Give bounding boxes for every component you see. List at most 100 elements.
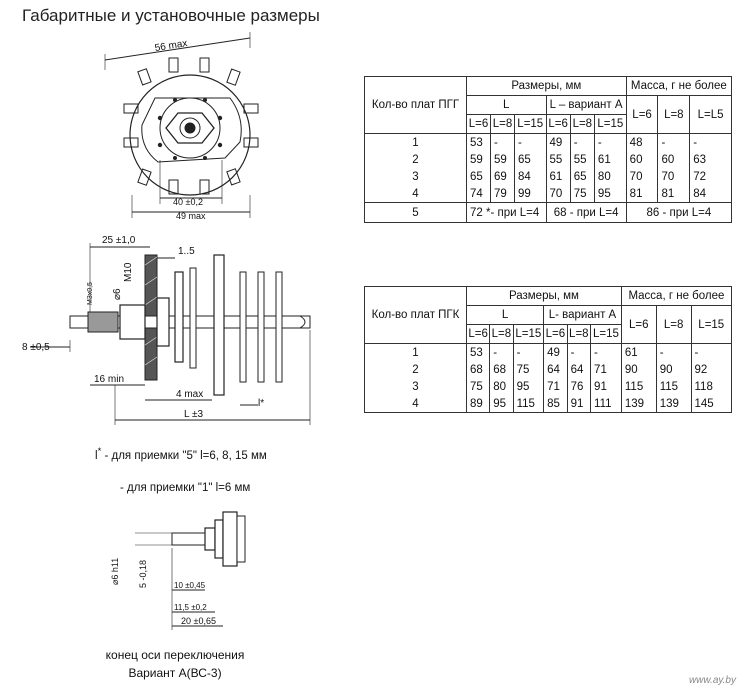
cell: 53 xyxy=(465,343,491,361)
cell: 59 xyxy=(490,151,515,168)
dim-phi6-h11: ⌀6 h11 xyxy=(110,558,120,585)
pgk-row-header: Кол-во плат ПГК xyxy=(364,286,467,344)
shaft-end-drawing xyxy=(135,511,246,630)
cell: 69 xyxy=(490,168,515,185)
cell: 118 xyxy=(690,378,732,395)
cell: 74 xyxy=(466,185,491,203)
pgg-mass-col-3: L=L5 xyxy=(689,95,732,134)
pgg-mass-col-1: L=6 xyxy=(625,95,659,134)
caption: конец оси переключения Вариант А(ВС-3) xyxy=(95,646,255,682)
cell: 81 xyxy=(625,185,659,203)
cell: 68 xyxy=(465,361,491,378)
cell: 70 xyxy=(625,168,659,185)
pgk-col-6: L=15 xyxy=(590,324,622,344)
page-title: Габаритные и установочные размеры xyxy=(22,6,320,25)
dim-m3: M3x0,5 xyxy=(87,282,94,305)
dim-phi6: ⌀6 xyxy=(112,288,123,300)
cell: 60 xyxy=(625,151,659,168)
cell: - xyxy=(490,133,515,151)
dim-40: 40 ±0,2 xyxy=(173,197,203,207)
pgk-group-mass: Масса, г не более xyxy=(620,286,733,306)
dim-49: 49 max xyxy=(176,211,206,221)
pgg-count: 4 xyxy=(364,185,467,203)
pgg-count: 1 xyxy=(364,133,467,151)
cell: 70 xyxy=(545,185,571,203)
cell: 84 xyxy=(514,168,547,185)
cell: 64 xyxy=(543,361,568,378)
note-line-1: - для приемки "5" l=6, 8, 15 мм xyxy=(101,449,267,462)
caption-line-2: Вариант А(ВС-3) xyxy=(128,666,222,680)
cell: 70 xyxy=(657,168,691,185)
cell: - xyxy=(489,343,514,361)
pgk-col-1: L=6 xyxy=(465,324,491,344)
cell: 49 xyxy=(543,343,568,361)
cell: - xyxy=(593,133,627,151)
cell: 76 xyxy=(566,378,592,395)
pgg-col-2: L=8 xyxy=(490,114,515,134)
table-row: 2 59 59 65 55 55 61 60 60 63 xyxy=(364,151,732,168)
pgg-count: 5 xyxy=(364,202,467,223)
cell: 71 xyxy=(590,361,622,378)
cell: 85 xyxy=(543,395,568,413)
dim-l3: L ±3 xyxy=(184,409,203,420)
pgk-sub-la: L- вариант А xyxy=(543,305,622,325)
table-row: 3 65 69 84 61 65 80 70 70 72 xyxy=(364,168,732,185)
pgg-sub-l: L xyxy=(466,95,547,115)
cell: 95 xyxy=(489,395,514,413)
cell: 55 xyxy=(569,151,595,168)
note-line-2: - для приемки "1" l=6 мм xyxy=(120,482,251,494)
table-row: 2 68 68 75 64 64 71 90 90 92 xyxy=(364,361,732,378)
table-pgk: Кол-во плат ПГК Размеры, мм Масса, г не … xyxy=(364,286,733,413)
cell: 65 xyxy=(569,168,595,185)
cell: 48 xyxy=(625,133,659,151)
cell: 86 - при L=4 xyxy=(625,202,733,223)
dim-16: 16 min xyxy=(94,374,124,385)
cell: 95 xyxy=(593,185,627,203)
table-row: 4 74 79 99 70 75 95 81 81 84 xyxy=(364,185,732,203)
cell: 95 xyxy=(512,378,545,395)
pgg-row-header: Кол-во плат ПГГ xyxy=(364,76,467,134)
cell: 68 - при L=4 xyxy=(545,202,627,223)
caption-line-1: конец оси переключения xyxy=(105,648,245,662)
note-l-star: l* - для приемки "5" l=6, 8, 15 мм xyxy=(95,446,267,462)
cell: 91 xyxy=(590,378,622,395)
pgg-col-4: L=6 xyxy=(545,114,571,134)
cell: - xyxy=(655,343,692,361)
cell: 75 xyxy=(569,185,595,203)
dim-11-5: 11,5 ±0,2 xyxy=(174,603,207,612)
cell: 81 xyxy=(657,185,691,203)
cell: 63 xyxy=(689,151,732,168)
pgk-count: 4 xyxy=(364,395,467,413)
side-view-drawing xyxy=(30,243,311,425)
cell: 90 xyxy=(620,361,657,378)
pgg-col-5: L=8 xyxy=(569,114,595,134)
pgk-count: 3 xyxy=(364,378,467,395)
pgk-mass-col-2: L=8 xyxy=(655,305,692,344)
cell: 55 xyxy=(545,151,571,168)
cell: 64 xyxy=(566,361,592,378)
pgg-mass-col-2: L=8 xyxy=(657,95,691,134)
cell: 111 xyxy=(590,395,622,413)
pgk-col-3: L=15 xyxy=(512,324,545,344)
note-l-mark: l xyxy=(95,449,98,462)
pgg-body: 1 53 - - 49 - - 48 - - 2 59 59 65 55 55 … xyxy=(364,133,733,223)
dim-10: 10 ±0,45 xyxy=(174,581,206,590)
pgk-body: 1 53 - - 49 - - 61 - - 2 68 68 75 64 64 … xyxy=(364,343,732,413)
cell: 61 xyxy=(593,151,627,168)
cell: - xyxy=(569,133,595,151)
dim-m10: M10 xyxy=(123,262,134,282)
pgk-count: 1 xyxy=(364,343,467,361)
cell: 68 xyxy=(489,361,514,378)
cell: - xyxy=(657,133,691,151)
cell: 139 xyxy=(655,395,692,413)
cell: - xyxy=(514,133,547,151)
cell: - xyxy=(590,343,622,361)
pgg-col-3: L=15 xyxy=(514,114,547,134)
cell: 75 xyxy=(512,361,545,378)
cell: 49 xyxy=(545,133,571,151)
dim-56-max: 56 max xyxy=(154,38,188,54)
pgg-count: 2 xyxy=(364,151,467,168)
cell: 91 xyxy=(566,395,592,413)
dim-l-star: l* xyxy=(258,398,264,409)
pgk-col-5: L=8 xyxy=(566,324,592,344)
